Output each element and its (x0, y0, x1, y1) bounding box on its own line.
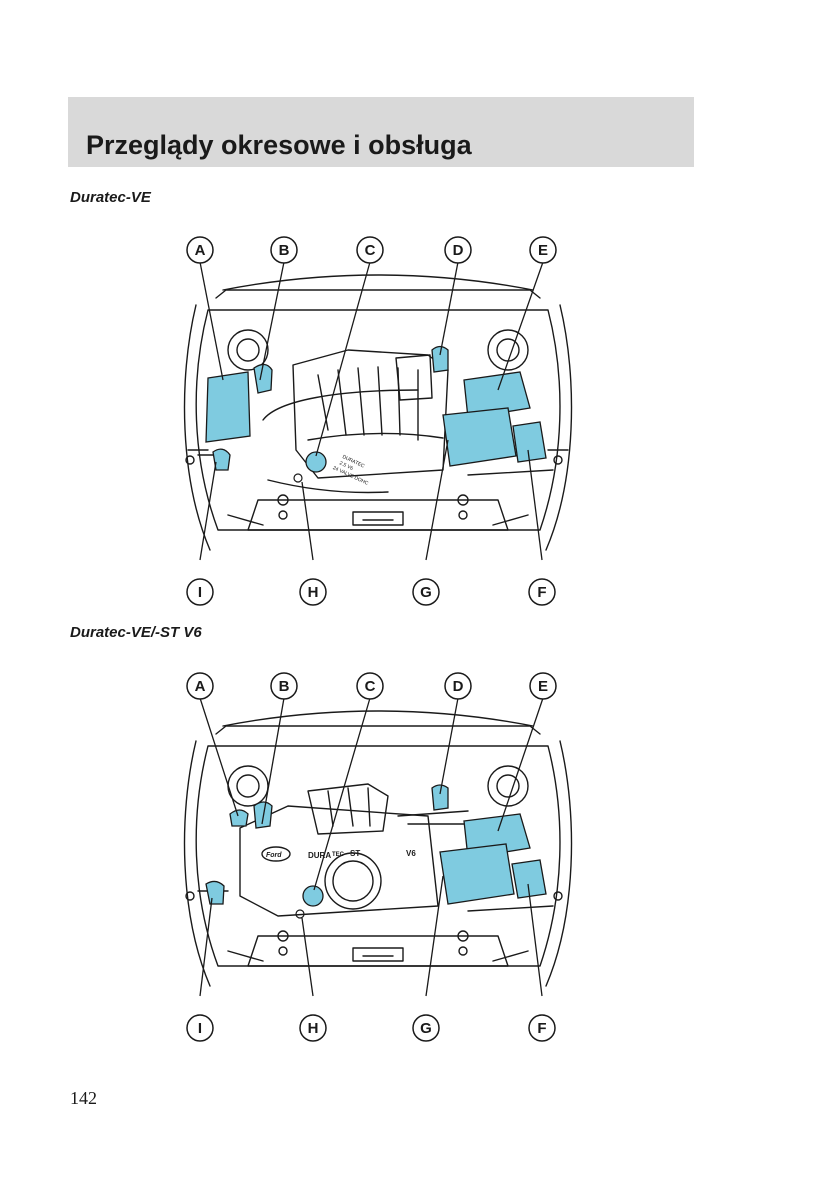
label-e: E (538, 678, 548, 695)
svg-text:TEC: TEC (332, 852, 345, 858)
label-d: D (453, 242, 464, 259)
page-title: Przeglądy okresowe i obsługa (86, 130, 472, 160)
washer-fluid-cap (212, 448, 231, 471)
label-i: I (198, 584, 202, 601)
svg-text:2.5 V6: 2.5 V6 (338, 460, 354, 472)
engine-cover-text: DURA TEC ST V6 Ford (266, 849, 416, 860)
battery (442, 407, 517, 467)
brake-fluid-reservoir (431, 345, 449, 373)
coolant-reservoir (205, 371, 251, 443)
svg-text:ST: ST (350, 849, 360, 858)
page-number: 142 (70, 1088, 97, 1108)
oil-filler-cap (305, 451, 327, 473)
label-h: H (308, 584, 319, 601)
label-c: C (365, 242, 376, 259)
coolant-cap (229, 809, 249, 827)
label-a: A (195, 678, 206, 695)
fuse-box (511, 859, 547, 899)
engine-diagram-duratec-ve-st-v6: DURA TEC ST V6 Ford A B C D E I H G F (183, 672, 573, 1042)
section-subtitle-duratec-ve: Duratec-VE (70, 189, 151, 206)
label-f: F (537, 1020, 546, 1037)
label-i: I (198, 1020, 202, 1037)
label-e: E (538, 242, 548, 259)
label-c: C (365, 678, 376, 695)
engine-diagram-duratec-ve: DURATEC 2.5 V6 24 VALVE DOHC A B C D E I… (183, 236, 573, 606)
oil-filler-cap (302, 885, 324, 907)
svg-text:DURA: DURA (308, 851, 331, 860)
label-b: B (279, 678, 290, 695)
label-g: G (420, 584, 432, 601)
svg-text:V6: V6 (406, 849, 416, 858)
air-filter-box (463, 371, 531, 419)
engine-cover-text: DURATEC 2.5 V6 24 VALVE DOHC (332, 454, 370, 487)
label-f: F (537, 584, 546, 601)
label-h: H (308, 1020, 319, 1037)
svg-text:Ford: Ford (266, 852, 282, 859)
brake-fluid-reservoir (431, 784, 449, 811)
label-b: B (279, 242, 290, 259)
washer-fluid-cap (205, 880, 225, 905)
header-band: Przeglądy okresowe i obsługa (68, 97, 694, 167)
section-subtitle-duratec-ve-st: Duratec-VE/-ST V6 (70, 624, 202, 641)
label-d: D (453, 678, 464, 695)
battery (439, 843, 515, 905)
power-steering-reservoir (253, 363, 273, 394)
label-a: A (195, 242, 206, 259)
fuse-box (512, 421, 547, 463)
label-g: G (420, 1020, 432, 1037)
